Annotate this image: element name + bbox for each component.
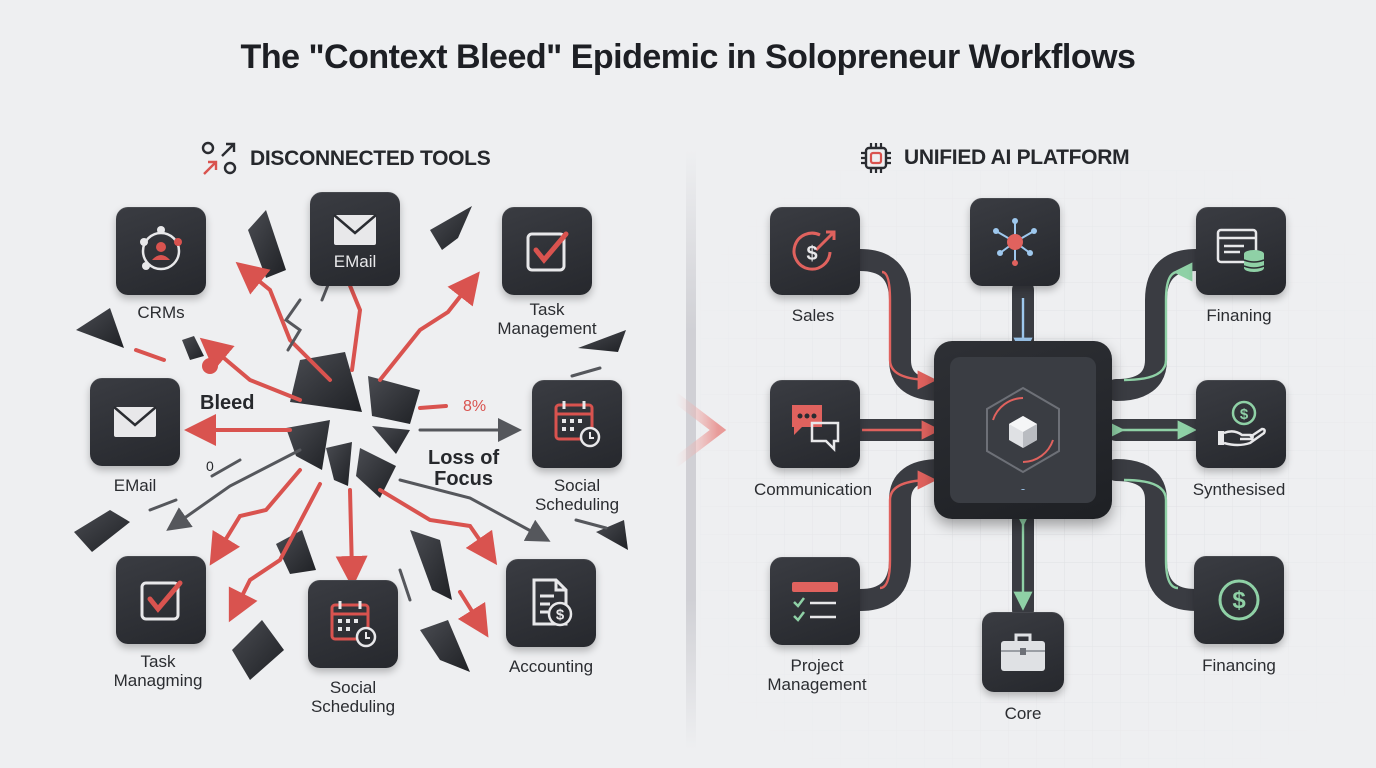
zero-annotation: 0 xyxy=(206,458,214,474)
hand-coin-icon: $ xyxy=(1218,400,1266,447)
chat-bubbles-icon xyxy=(792,405,840,453)
social-bottom-label: Social Scheduling xyxy=(310,678,396,716)
financing-tile[interactable]: $ xyxy=(1194,556,1284,644)
email-left-label: EMail xyxy=(113,476,157,495)
dollar-growth-icon: $ xyxy=(792,230,836,271)
flying-shards xyxy=(74,206,628,680)
page-title: The "Context Bleed" Epidemic in Solopren… xyxy=(240,38,1136,76)
social-right-label: Social Scheduling xyxy=(534,476,620,514)
sales-label: Sales xyxy=(791,306,835,325)
cube-network-icon xyxy=(986,386,1060,490)
checkbox-icon xyxy=(526,231,569,272)
envelope-icon xyxy=(113,406,157,437)
svg-text:$: $ xyxy=(806,243,817,265)
bleed-arrows xyxy=(134,234,498,638)
chip-icon xyxy=(861,143,891,173)
briefcase-icon xyxy=(1001,633,1045,671)
left-heading-text: DISCONNECTED TOOLS xyxy=(250,147,491,170)
chevron-right-icon xyxy=(671,393,727,467)
crms-tile[interactable] xyxy=(116,207,206,295)
envelope-icon xyxy=(333,214,377,245)
circle-dollar-icon: $ xyxy=(1218,579,1260,621)
accounting-label: Accounting xyxy=(508,657,594,676)
svg-text:$: $ xyxy=(556,607,565,624)
browser-coins-icon xyxy=(1216,228,1265,272)
right-heading: UNIFIED AI PLATFORM xyxy=(858,140,1130,176)
hub-top-tile[interactable] xyxy=(970,198,1060,286)
social-right-tile[interactable] xyxy=(532,380,622,468)
checklist-icon xyxy=(792,582,838,622)
core-label: Core xyxy=(1004,704,1042,723)
core-hub xyxy=(934,341,1112,519)
crms-label: CRMs xyxy=(137,303,185,322)
synthesised-label: Synthesised xyxy=(1192,480,1286,499)
email-top-tile[interactable]: EMail xyxy=(310,192,400,286)
financing-label: Financing xyxy=(1202,656,1276,675)
broken-arrows-icon xyxy=(201,141,237,175)
svg-text:$: $ xyxy=(1240,406,1249,423)
task-top-tile[interactable] xyxy=(502,207,592,295)
invoice-dollar-icon: $ xyxy=(532,578,573,627)
left-heading: DISCONNECTED TOOLS xyxy=(200,140,491,178)
calendar-clock-icon xyxy=(330,601,377,648)
right-heading-text: UNIFIED AI PLATFORM xyxy=(904,146,1130,169)
project-tile[interactable] xyxy=(770,557,860,645)
focus-arrows xyxy=(148,278,608,602)
checkbox-icon xyxy=(140,580,183,621)
task-top-label: Task Management xyxy=(497,300,597,338)
accounting-tile[interactable]: $ xyxy=(506,559,596,647)
project-label: Project Management xyxy=(767,656,867,694)
calendar-clock-icon xyxy=(554,401,601,448)
hub-node-icon xyxy=(993,218,1037,266)
task-bottom-label: Task Managming xyxy=(113,652,203,690)
svg-text:$: $ xyxy=(1232,587,1246,614)
network-people-icon xyxy=(140,226,182,271)
communication-label: Communication xyxy=(753,480,873,499)
percent-annotation: 8% xyxy=(463,398,487,415)
sales-tile[interactable]: $ xyxy=(770,207,860,295)
email-top-text: EMail xyxy=(333,252,377,271)
communication-tile[interactable] xyxy=(770,380,860,468)
synthesised-tile[interactable]: $ xyxy=(1196,380,1286,468)
finaning-tile[interactable] xyxy=(1196,207,1286,295)
email-left-tile[interactable] xyxy=(90,378,180,466)
bleed-annotation: Bleed xyxy=(200,392,255,414)
task-bottom-tile[interactable] xyxy=(116,556,206,644)
finaning-label: Finaning xyxy=(1206,306,1272,325)
chaos-burst xyxy=(74,206,628,680)
loss-of-focus-annotation: Loss of Focus xyxy=(428,447,500,490)
bleed-drop xyxy=(202,358,218,374)
social-bottom-tile[interactable] xyxy=(308,580,398,668)
shattered-core xyxy=(286,352,420,498)
core-tile[interactable] xyxy=(982,612,1064,692)
connection-pipes xyxy=(849,249,1207,621)
